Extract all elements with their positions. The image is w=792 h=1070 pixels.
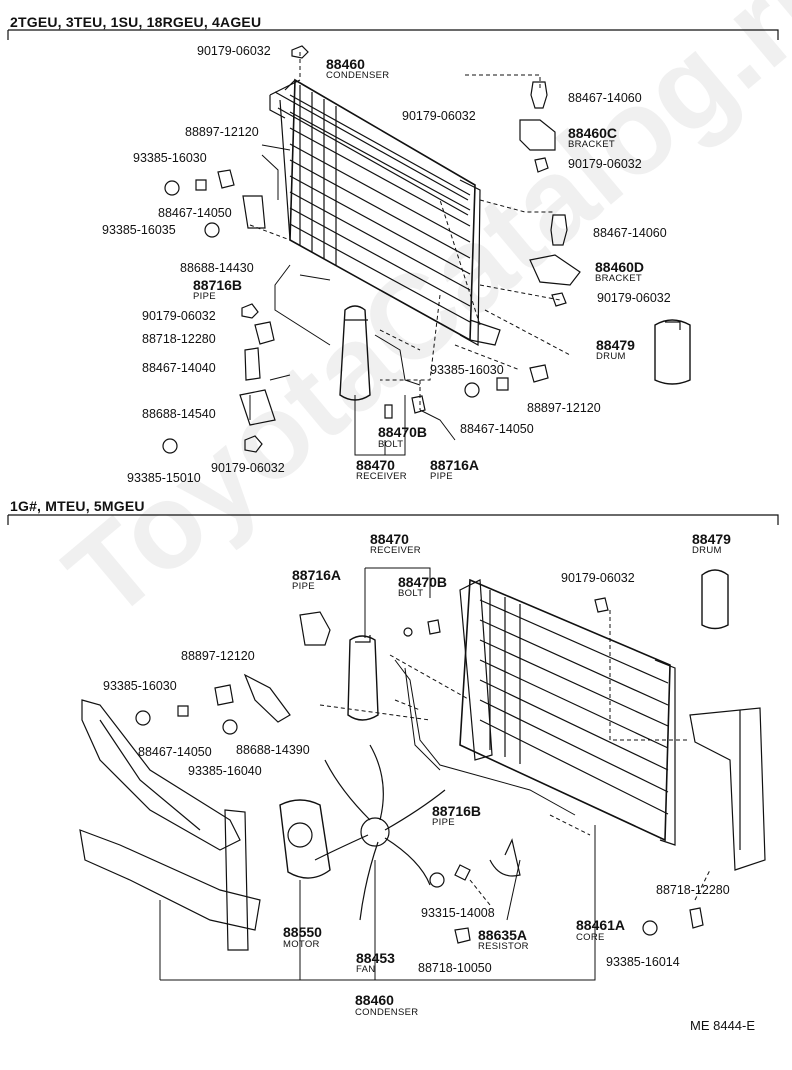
part-number-label: 88688-14540 xyxy=(142,407,216,421)
part-number-label: 93385-16030 xyxy=(430,363,504,377)
part-number-label: 90179-06032 xyxy=(211,461,285,475)
part-number-label: 93385-16030 xyxy=(103,679,177,693)
part-number-label: 93385-16035 xyxy=(102,223,176,237)
part-name-label: CONDENSER xyxy=(355,1007,419,1018)
part-name-label: PIPE xyxy=(292,581,315,592)
part-number-label: 88897-12120 xyxy=(181,649,255,663)
part-number-label: 88460C xyxy=(568,125,618,141)
section2-title: 1G#, MTEU, 5MGEU xyxy=(10,498,145,514)
part-name-label: DRUM xyxy=(596,351,626,362)
part-name-label: CONDENSER xyxy=(326,70,390,81)
part-number-label: 88470 xyxy=(370,531,409,547)
part-name-label: BOLT xyxy=(378,439,404,450)
part-number-label: 88635A xyxy=(478,927,528,943)
part-number-label: 88716A xyxy=(430,457,480,473)
part-name-label: RECEIVER xyxy=(370,545,421,556)
part-number-label: 90179-06032 xyxy=(402,109,476,123)
part-number-label: 88460 xyxy=(326,56,365,72)
part-name-label: BOLT xyxy=(398,588,424,599)
radiator-support xyxy=(79,699,261,951)
fan-motor-assembly xyxy=(279,744,446,921)
part-name-label: BRACKET xyxy=(595,273,642,284)
parts-lower xyxy=(135,569,729,944)
part-number-label: 88716B xyxy=(432,803,482,819)
part-number-label: 88470B xyxy=(398,574,448,590)
part-number-label: 88467-14060 xyxy=(593,226,667,240)
part-name-label: BRACKET xyxy=(568,139,615,150)
part-name-label: PIPE xyxy=(193,291,216,302)
part-number-label: 90179-06032 xyxy=(197,44,271,58)
part-name-label: DRUM xyxy=(692,545,722,556)
part-name-label: PIPE xyxy=(432,817,455,828)
part-number-label: 88718-12280 xyxy=(656,883,730,897)
part-number-label: 93385-16040 xyxy=(188,764,262,778)
part-number-label: 88467-14050 xyxy=(158,206,232,220)
part-number-label: 88716B xyxy=(193,277,243,293)
part-number-label: 88461A xyxy=(576,917,626,933)
part-number-label: 88897-12120 xyxy=(185,125,259,139)
part-name-label: MOTOR xyxy=(283,939,320,950)
part-number-label: 88460D xyxy=(595,259,645,275)
section1-title: 2TGEU, 3TEU, 1SU, 18RGEU, 4AGEU xyxy=(10,14,262,30)
part-number-label: 90179-06032 xyxy=(142,309,216,323)
parts-upper xyxy=(162,45,691,454)
part-number-label: 88470 xyxy=(356,457,395,473)
part-name-label: CORE xyxy=(576,932,605,943)
part-number-label: 90179-06032 xyxy=(568,157,642,171)
part-name-label: RESISTOR xyxy=(478,941,529,952)
part-number-label: 88718-10050 xyxy=(418,961,492,975)
part-number-label: 88453 xyxy=(356,950,395,966)
part-number-label: 88470B xyxy=(378,424,428,440)
part-name-label: RECEIVER xyxy=(356,471,407,482)
part-number-label: 88688-14430 xyxy=(180,261,254,275)
part-number-label: 88550 xyxy=(283,924,322,940)
part-number-label: 88479 xyxy=(692,531,731,547)
part-number-label: 88467-14060 xyxy=(568,91,642,105)
page-reference: ME 8444-E xyxy=(690,1018,756,1033)
part-number-label: 90179-06032 xyxy=(561,571,635,585)
part-number-label: 93385-16014 xyxy=(606,955,680,969)
part-number-label: 88716A xyxy=(292,567,342,583)
part-number-label: 88718-12280 xyxy=(142,332,216,346)
part-number-label: 88467-14040 xyxy=(142,361,216,375)
part-number-label: 90179-06032 xyxy=(597,291,671,305)
part-number-label: 88467-14050 xyxy=(460,422,534,436)
condenser-core-upper xyxy=(269,78,501,347)
condenser-core-lower xyxy=(459,578,766,871)
part-number-label: 88688-14390 xyxy=(236,743,310,757)
part-number-label: 93385-16030 xyxy=(133,151,207,165)
part-name-label: FAN xyxy=(356,964,376,975)
part-name-label: PIPE xyxy=(430,471,453,482)
part-number-label: 88460 xyxy=(355,992,394,1008)
part-number-label: 88479 xyxy=(596,337,635,353)
part-number-label: 93315-14008 xyxy=(421,906,495,920)
part-number-label: 93385-15010 xyxy=(127,471,201,485)
part-number-label: 88897-12120 xyxy=(527,401,601,415)
part-number-label: 88467-14050 xyxy=(138,745,212,759)
